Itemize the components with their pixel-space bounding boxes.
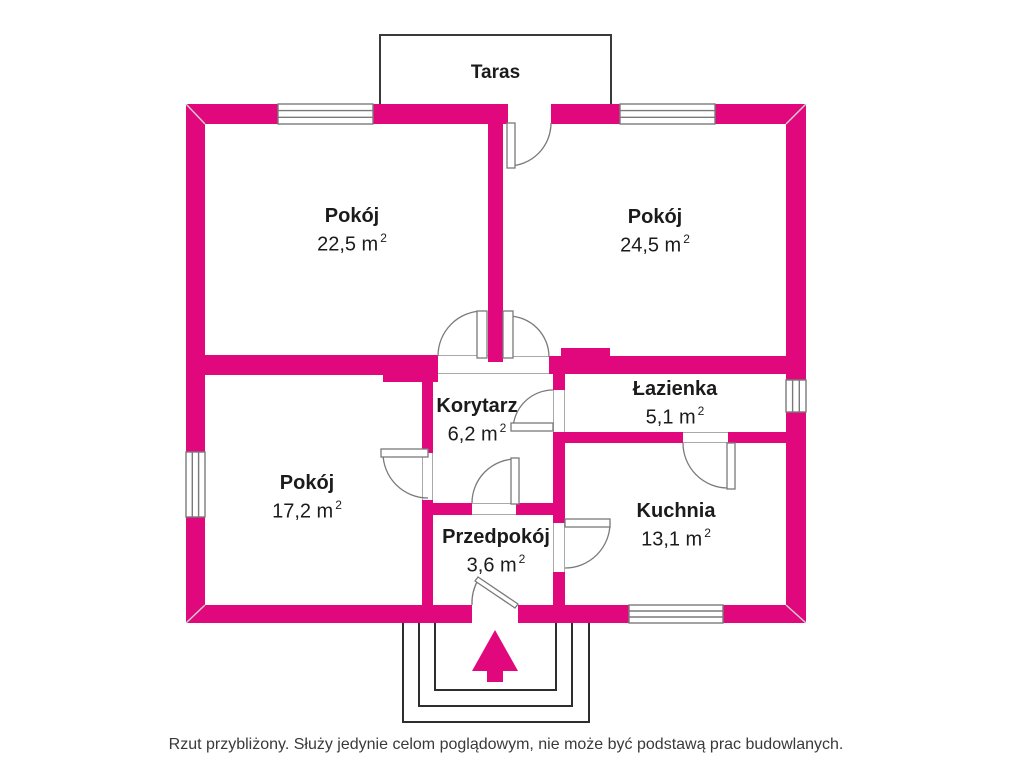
wall-korytarz-east-lower	[553, 572, 565, 623]
wall-pokoj-3-east-upper	[422, 357, 433, 453]
wall-outer-bottom	[186, 605, 806, 623]
entry-steps	[402, 623, 590, 723]
wall-lazienka-south-right	[728, 432, 786, 443]
room-name: Łazienka	[632, 378, 718, 400]
wall-between-top-rooms	[488, 123, 503, 362]
room-name: Korytarz	[436, 395, 518, 417]
terrace-area: Taras	[379, 34, 612, 112]
wall-korytarz-east-upper	[553, 356, 565, 390]
room-name: Pokój	[279, 472, 335, 494]
wall-outer-right	[786, 104, 806, 623]
footer-disclaimer: Rzut przybliżony. Służy jedynie celom po…	[168, 736, 844, 753]
wall-przedpokoj-top-right	[516, 503, 565, 515]
wall-duct-block	[561, 348, 610, 374]
wall-pokoj-3-east-lower	[422, 500, 433, 623]
wall-przedpokoj-top-left	[433, 503, 472, 515]
entrance-arrow-icon	[472, 630, 518, 682]
room-name: Pokój	[627, 206, 683, 228]
wall-korytarz-east-mid	[553, 432, 565, 523]
room-name: Kuchnia	[636, 500, 716, 522]
wall-outer-top	[186, 104, 806, 124]
wall-south-pokoj-1	[186, 355, 438, 375]
terrace-label: Taras	[470, 62, 521, 83]
room-name: Pokój	[324, 205, 380, 227]
wall-lazienka-south-left	[553, 432, 683, 443]
room-name: Przedpokój	[442, 526, 550, 548]
